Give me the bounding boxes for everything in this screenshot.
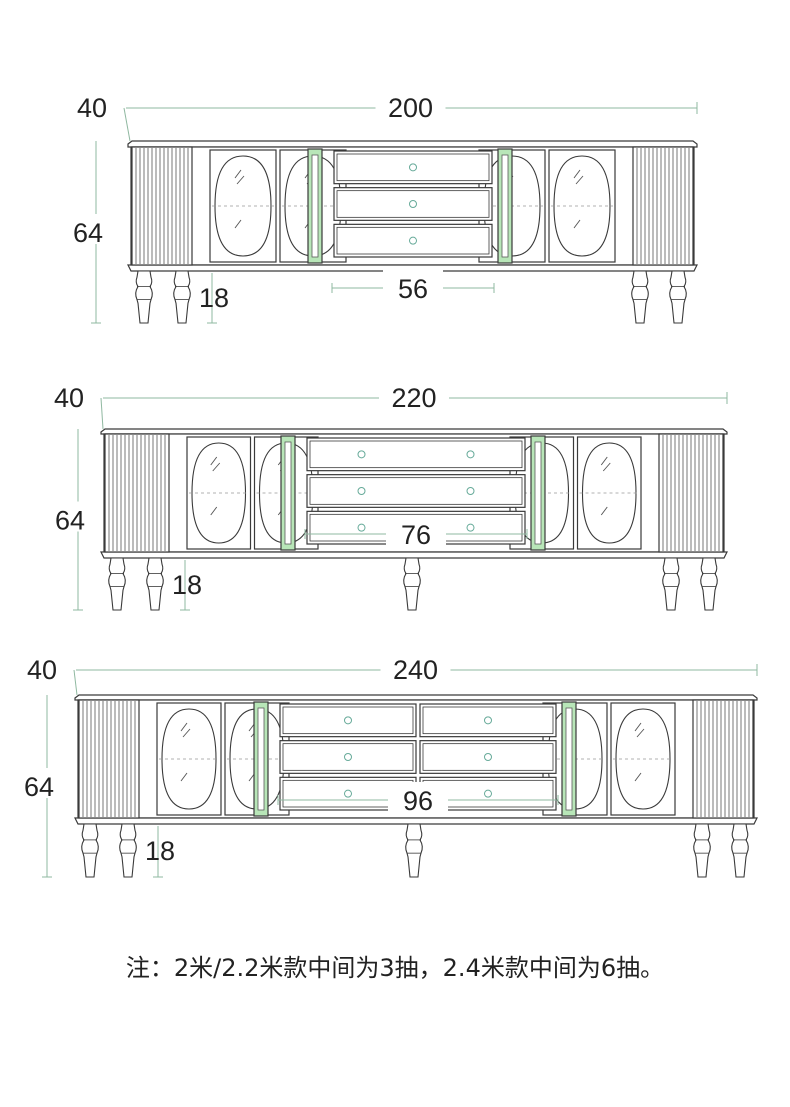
glass-glare — [182, 728, 191, 738]
width-label-bg — [380, 652, 451, 682]
accent-inner-1 — [534, 441, 542, 545]
drawer-inset — [309, 440, 523, 469]
height-label-bg — [25, 768, 69, 798]
glass-glare — [600, 506, 608, 516]
leg-3 — [662, 557, 680, 611]
glass-glare — [573, 169, 581, 179]
width-label-bg — [379, 380, 449, 410]
height-dim-label: 64 — [55, 506, 85, 536]
cabinet-220cm: 220 40 64 18 76 — [54, 380, 728, 611]
glass-glare — [180, 772, 188, 782]
top-board — [100, 428, 728, 435]
accent-inner-1 — [501, 154, 509, 258]
glass-glare — [600, 456, 608, 466]
center-label-bg — [386, 516, 446, 546]
leg-1 — [119, 823, 137, 878]
center-dim-label: 96 — [403, 786, 433, 816]
height-dim-label: 64 — [73, 218, 103, 248]
drawer-knob — [466, 450, 475, 459]
accent-inner-1 — [565, 707, 573, 811]
center-label-bg — [388, 782, 448, 812]
drawer-knob — [344, 789, 352, 798]
height-dim-label: 64 — [24, 772, 54, 802]
glass-glare — [634, 772, 642, 782]
drawer-knob — [357, 523, 366, 532]
drawer-knob — [466, 523, 475, 532]
leg-0 — [108, 557, 126, 611]
top-board — [74, 694, 758, 701]
width-dim-label: 240 — [393, 655, 438, 685]
drawer-knob — [409, 200, 417, 208]
depth-dim-line — [123, 107, 131, 142]
glass-glare — [575, 175, 584, 185]
depth-dim-line — [100, 397, 104, 430]
fluted-panel-left — [131, 146, 193, 266]
leg-2 — [403, 557, 421, 611]
glass-glare — [636, 728, 645, 738]
leg-1 — [146, 557, 164, 611]
glass-glare — [602, 462, 611, 472]
accent-inner-0 — [257, 707, 265, 811]
fluted-panel-left — [78, 699, 140, 819]
glass-glare — [634, 722, 642, 732]
accent-inner-0 — [311, 154, 319, 258]
depth-dim-label: 40 — [27, 655, 57, 685]
leg-4 — [700, 557, 718, 611]
leg-3 — [693, 823, 711, 878]
drawer-knob — [357, 450, 366, 459]
leg-0 — [135, 270, 153, 324]
drawer-knob — [466, 487, 475, 495]
fluted-panel-right — [632, 146, 694, 266]
drawer-knob — [409, 236, 417, 245]
width-dim-label: 200 — [388, 93, 433, 123]
fluted-panel-right — [692, 699, 754, 819]
drawer-knob — [357, 487, 366, 495]
leg-2 — [405, 823, 423, 878]
depth-dim-label: 40 — [77, 93, 107, 123]
leg-dim-label: 18 — [199, 283, 229, 313]
center-dim-label: 76 — [401, 520, 431, 550]
leg-dim-label: 18 — [172, 570, 202, 600]
glass-glare — [234, 169, 242, 179]
glass-glare — [234, 219, 242, 229]
glass-glare — [212, 462, 221, 472]
base-board — [74, 817, 758, 825]
height-label-bg — [56, 501, 100, 532]
top-board — [127, 140, 698, 148]
leg-1 — [173, 270, 191, 324]
drawer-knob — [344, 716, 352, 725]
glass-glare — [210, 506, 218, 516]
glass-glare — [236, 175, 245, 185]
drawer-knob — [484, 753, 492, 761]
width-dim-label: 220 — [391, 383, 436, 413]
leg-dim-label: 18 — [145, 836, 175, 866]
base-board — [127, 264, 698, 272]
drawer-inset — [309, 477, 523, 505]
glass-glare — [573, 219, 581, 229]
base-board — [100, 551, 728, 559]
center-label-bg — [383, 270, 443, 300]
accent-inner-0 — [284, 441, 292, 545]
footnote: 注：2米/2.2米款中间为3抽，2.4米款中间为6抽。 — [125, 954, 665, 982]
drawer-knob — [344, 753, 352, 761]
depth-dim-line — [73, 669, 78, 696]
drawer-knob — [484, 789, 492, 798]
leg-3 — [669, 270, 687, 324]
glass-panel — [214, 155, 272, 257]
width-label-bg — [375, 90, 446, 120]
center-dim-label: 56 — [398, 274, 428, 304]
glass-panel — [553, 155, 611, 257]
depth-dim-label: 40 — [54, 383, 84, 413]
drawer-knob — [484, 716, 492, 725]
cabinet-240cm: 240 40 64 18 96 — [24, 652, 758, 878]
leg-2 — [631, 270, 649, 324]
leg-0 — [81, 823, 99, 878]
cabinet-200cm: 200 40 64 18 56 — [73, 90, 698, 324]
glass-glare — [210, 456, 218, 466]
glass-glare — [180, 722, 188, 732]
leg-4 — [731, 823, 749, 878]
height-label-bg — [74, 214, 118, 244]
drawer-knob — [409, 163, 417, 172]
